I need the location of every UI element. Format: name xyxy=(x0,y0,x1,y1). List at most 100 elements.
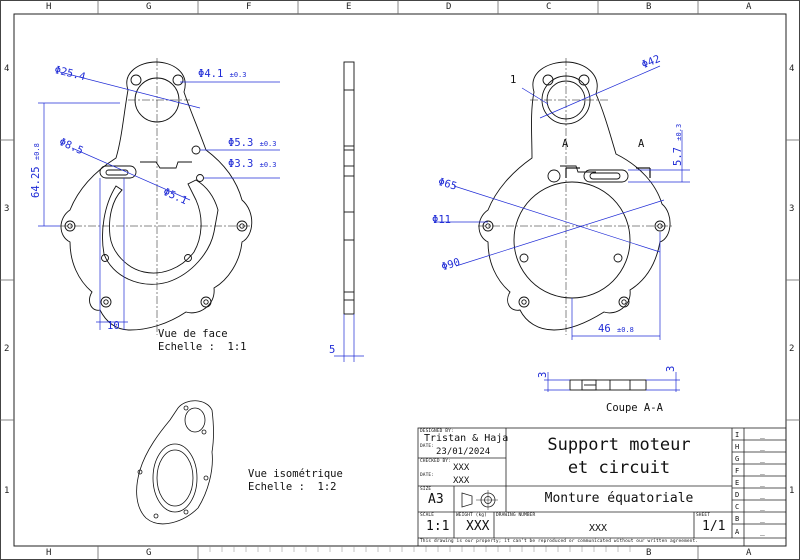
revision-letter-b: B xyxy=(735,515,740,523)
section-view xyxy=(569,379,647,391)
dim-width-46-tolerance: ±0.8 xyxy=(616,326,634,334)
title-block xyxy=(417,427,787,547)
weight-value: XXX xyxy=(466,519,490,534)
zone-label-top-h: H xyxy=(46,2,52,12)
checked-by-value: XXX xyxy=(453,463,470,473)
zone-label-bottom-h: H xyxy=(46,548,52,558)
section-dim-left: 3 xyxy=(537,371,549,378)
revision-value-f: _ xyxy=(760,466,765,475)
checked-by-label: CHECKED BY: xyxy=(420,459,451,464)
designed-by-value: Tristan & Haja xyxy=(424,433,509,444)
front-view xyxy=(60,61,253,331)
revision-letter-h: H xyxy=(735,443,740,451)
dim-width-10: 10 xyxy=(107,320,120,332)
drawing-subtitle: Monture équatoriale xyxy=(544,491,694,506)
zone-label-bottom-a: A xyxy=(746,548,752,558)
zone-label-top-a: A xyxy=(746,2,752,12)
dim-diameter-4-1: Φ4.1 ±0.3 xyxy=(198,68,246,82)
dim-height-64-25: 64.25 ±0.8 xyxy=(30,143,44,198)
zone-label-top-e: E xyxy=(346,2,352,12)
zone-label-left-1: 1 xyxy=(4,486,10,496)
zone-label-right-4: 4 xyxy=(789,64,795,74)
date-value: 23/01/2024 xyxy=(436,447,491,457)
zone-label-top-d: D xyxy=(446,2,452,12)
zone-label-right-3: 3 xyxy=(789,204,795,214)
dim-diameter-4-1-value: Φ4.1 xyxy=(198,68,224,80)
front-view-title: Vue de face xyxy=(158,328,228,340)
iso-view xyxy=(136,400,214,525)
dim-width-46-value: 46 xyxy=(598,323,611,335)
size-label: SIZE xyxy=(420,487,432,492)
revision-letter-a: A xyxy=(735,528,740,536)
revision-value-a: _ xyxy=(760,527,765,536)
revision-letter-e: E xyxy=(735,479,740,487)
callout-1: 1 xyxy=(510,74,517,86)
date2-value: XXX xyxy=(453,476,470,486)
side-view xyxy=(343,61,355,315)
section-label: Coupe A-A xyxy=(606,402,663,414)
dim-diameter-5-3: Φ5.3 ±0.3 xyxy=(228,137,276,151)
drawing-number-value: XXX xyxy=(589,523,608,534)
section-marker-a-right: A xyxy=(638,138,645,150)
revision-value-b: _ xyxy=(760,514,765,523)
iso-view-scale: Echelle : 1:2 xyxy=(248,481,337,493)
zone-label-bottom-b: B xyxy=(646,548,652,558)
scale-value: 1:1 xyxy=(426,519,450,534)
zone-label-top-c: C xyxy=(546,2,552,12)
revision-letter-c: C xyxy=(735,503,740,511)
zone-label-right-2: 2 xyxy=(789,344,795,354)
zone-label-right-1: 1 xyxy=(789,486,795,496)
dim-diameter-3-3: Φ3.3 ±0.3 xyxy=(228,158,276,172)
zone-label-top-g: G xyxy=(146,2,152,12)
front-view-label: Vue de face Echelle : 1:1 xyxy=(158,328,247,354)
drawing-title-line2: et circuit xyxy=(567,458,671,478)
front-dimensions xyxy=(38,71,280,330)
zone-label-left-3: 3 xyxy=(4,204,10,214)
dim-thickness-5: 5 xyxy=(329,344,336,356)
front-view-scale: Echelle : 1:1 xyxy=(158,341,247,353)
scale-label: SCALE xyxy=(420,513,435,518)
revision-value-c: _ xyxy=(760,502,765,511)
dim-height-64-25-value: 64.25 xyxy=(30,166,42,198)
zone-label-top-b: B xyxy=(646,2,652,12)
side-dimension xyxy=(334,314,364,362)
section-dimensions xyxy=(544,372,680,392)
right-centerlines xyxy=(478,58,672,335)
property-disclaimer: This drawing is our property; it can't b… xyxy=(420,539,699,544)
zone-label-bottom-g: G xyxy=(146,548,152,558)
dim-diameter-11: Φ11 xyxy=(432,214,451,226)
revision-value-i: _ xyxy=(760,430,765,439)
revision-letter-d: D xyxy=(735,491,740,499)
dim-diameter-3-3-value: Φ3.3 xyxy=(228,158,254,170)
dim-height-5-7: 5.7 ±0.3 xyxy=(672,124,686,166)
iso-view-title: Vue isométrique xyxy=(248,468,343,480)
date2-label: DATE: xyxy=(420,473,435,478)
iso-view-label: Vue isométrique Echelle : 1:2 xyxy=(248,468,343,494)
date-label: DATE: xyxy=(420,444,435,449)
right-dimensions xyxy=(434,65,690,340)
section-dim-right: 3 xyxy=(665,365,677,372)
sheet-label: SHEET xyxy=(696,513,711,518)
front-centerlines xyxy=(60,58,252,335)
zone-label-top-f: F xyxy=(246,2,252,12)
dim-height-5-7-tolerance: ±0.3 xyxy=(675,123,683,141)
zone-label-left-2: 2 xyxy=(4,344,10,354)
revision-value-e: _ xyxy=(760,478,765,487)
dim-diameter-4-1-tolerance: ±0.3 xyxy=(229,71,247,79)
dim-diameter-5-3-tolerance: ±0.3 xyxy=(259,140,277,148)
revision-value-d: _ xyxy=(760,490,765,499)
dim-height-5-7-value: 5.7 xyxy=(672,147,684,166)
weight-label: WEIGHT (kg) xyxy=(456,513,487,518)
revision-value-h: _ xyxy=(760,442,765,451)
drawing-number-label: DRAWING NUMBER xyxy=(496,513,536,518)
dim-height-64-25-tolerance: ±0.8 xyxy=(33,143,41,161)
size-value: A3 xyxy=(428,492,444,507)
zone-label-left-4: 4 xyxy=(4,64,10,74)
section-marker-a-left: A xyxy=(562,138,569,150)
revision-letter-f: F xyxy=(735,467,740,475)
revision-letter-i: I xyxy=(735,431,740,439)
revision-value-g: _ xyxy=(760,454,765,463)
dim-width-46: 46 ±0.8 xyxy=(598,323,634,337)
